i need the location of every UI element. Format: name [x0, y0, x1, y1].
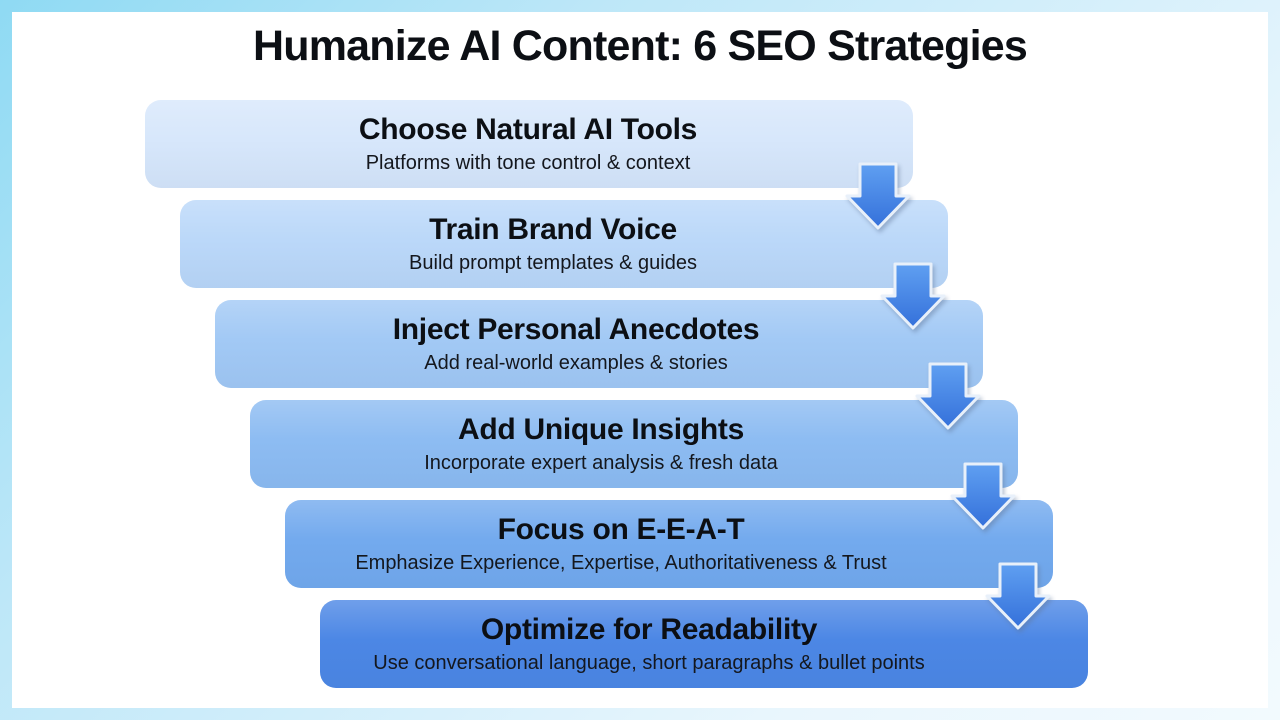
- step-card-6: Optimize for Readability Use conversatio…: [320, 600, 1088, 688]
- step-card-3: Inject Personal Anecdotes Add real-world…: [215, 300, 983, 388]
- step-subtitle: Use conversational language, short parag…: [373, 652, 925, 675]
- step-title: Optimize for Readability: [480, 612, 818, 646]
- step-card-1: Choose Natural AI Tools Platforms with t…: [145, 100, 913, 188]
- step-subtitle: Add real-world examples & stories: [424, 352, 728, 375]
- down-arrow-icon: [880, 262, 946, 330]
- step-subtitle: Build prompt templates & guides: [409, 252, 697, 275]
- down-arrow-icon: [845, 162, 911, 230]
- step-card-5: Focus on E-E-A-T Emphasize Experience, E…: [285, 500, 1053, 588]
- step-subtitle: Incorporate expert analysis & fresh data: [424, 452, 778, 475]
- step-title: Inject Personal Anecdotes: [392, 312, 760, 346]
- down-arrow-icon: [985, 562, 1051, 630]
- step-title: Focus on E-E-A-T: [497, 512, 745, 546]
- step-card-2: Train Brand Voice Build prompt templates…: [180, 200, 948, 288]
- step-subtitle: Platforms with tone control & context: [365, 152, 691, 175]
- page-title: Humanize AI Content: 6 SEO Strategies: [252, 22, 1028, 70]
- down-arrow-icon: [950, 462, 1016, 530]
- step-title: Choose Natural AI Tools: [358, 112, 698, 146]
- down-arrow-icon: [915, 362, 981, 430]
- step-card-4: Add Unique Insights Incorporate expert a…: [250, 400, 1018, 488]
- step-subtitle: Emphasize Experience, Expertise, Authori…: [355, 552, 887, 575]
- step-title: Add Unique Insights: [458, 412, 744, 446]
- step-title: Train Brand Voice: [429, 212, 677, 246]
